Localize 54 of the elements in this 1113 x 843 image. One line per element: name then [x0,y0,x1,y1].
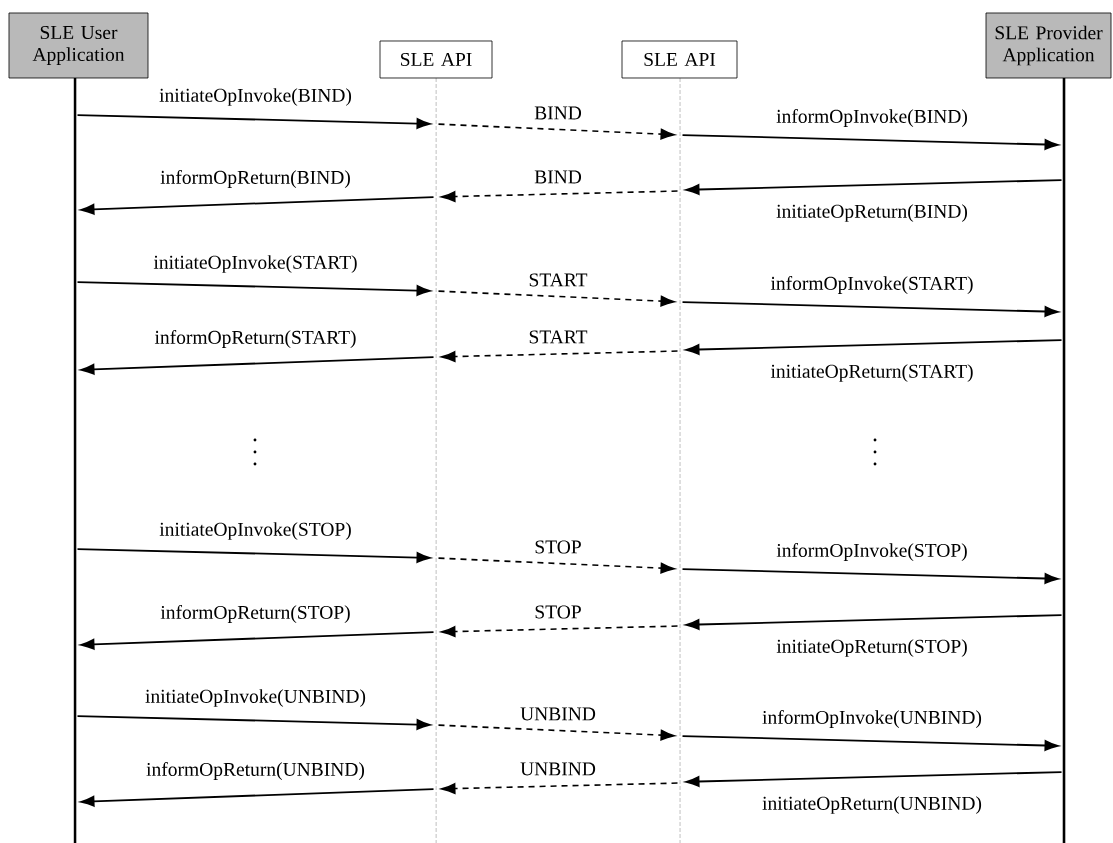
message-arrow [681,134,1059,150]
edge-label: informOpReturn(BIND) [160,170,350,188]
lifeline-header-box: SLE API [379,40,493,79]
edge-label: STOP [535,605,581,619]
edge-label: UNBIND [520,707,596,721]
edge-label: initiateOpInvoke(STOP) [159,522,351,540]
message-arrow [681,568,1059,584]
message-arrow [80,196,435,215]
message-arrow [437,557,675,574]
edge-label: informOpInvoke(STOP) [776,543,967,561]
message-arrow [80,356,435,375]
message-arrow [685,771,1063,787]
edge-label: STOP [535,540,581,554]
edge-label: informOpInvoke(UNBIND) [762,710,982,728]
message-arrow [76,281,431,296]
edge-label: informOpReturn(START) [154,330,356,348]
message-arrow [80,788,435,807]
edge-label: informOpInvoke(BIND) [776,109,967,127]
lifeline-header-box: SLE Provider Application [985,12,1112,79]
edge-label: BIND [534,106,582,120]
message-arrow [441,782,679,794]
message-arrow [685,179,1063,195]
message-arrow [437,290,675,307]
edge-label: initiateOpReturn(START) [770,364,973,382]
edge-label: informOpReturn(UNBIND) [146,762,365,780]
message-arrow [76,715,431,730]
message-arrow [685,339,1063,355]
edge-label: initiateOpInvoke(UNBIND) [145,689,366,707]
lifeline-header-box: SLE User Application [8,12,149,79]
edge-label: UNBIND [520,762,596,776]
edge-label: initiateOpInvoke(START) [153,255,357,273]
edge-label: initiateOpReturn(BIND) [776,204,967,222]
message-arrow [441,625,679,637]
message-arrow [681,735,1059,751]
message-arrow [80,631,435,650]
message-arrow [76,114,431,129]
lifeline [73,78,77,843]
lifeline [1062,78,1066,843]
edge-label: initiateOpInvoke(BIND) [159,88,352,106]
edge-label: START [529,330,588,344]
edge-label: START [529,273,588,287]
message-arrow [437,724,675,741]
message-arrow [685,614,1063,630]
message-arrow [76,548,431,563]
edge-label: informOpInvoke(START) [770,276,973,294]
edge-label: initiateOpReturn(STOP) [776,639,967,657]
edge-label: BIND [534,170,582,184]
edge-label: initiateOpReturn(UNBIND) [762,796,982,814]
edge-label: informOpReturn(STOP) [160,605,350,623]
message-arrow [437,123,675,140]
lifeline-header-box: SLE API [621,40,738,79]
message-arrow [441,350,679,362]
message-arrow [681,301,1059,317]
message-arrow [441,190,679,202]
